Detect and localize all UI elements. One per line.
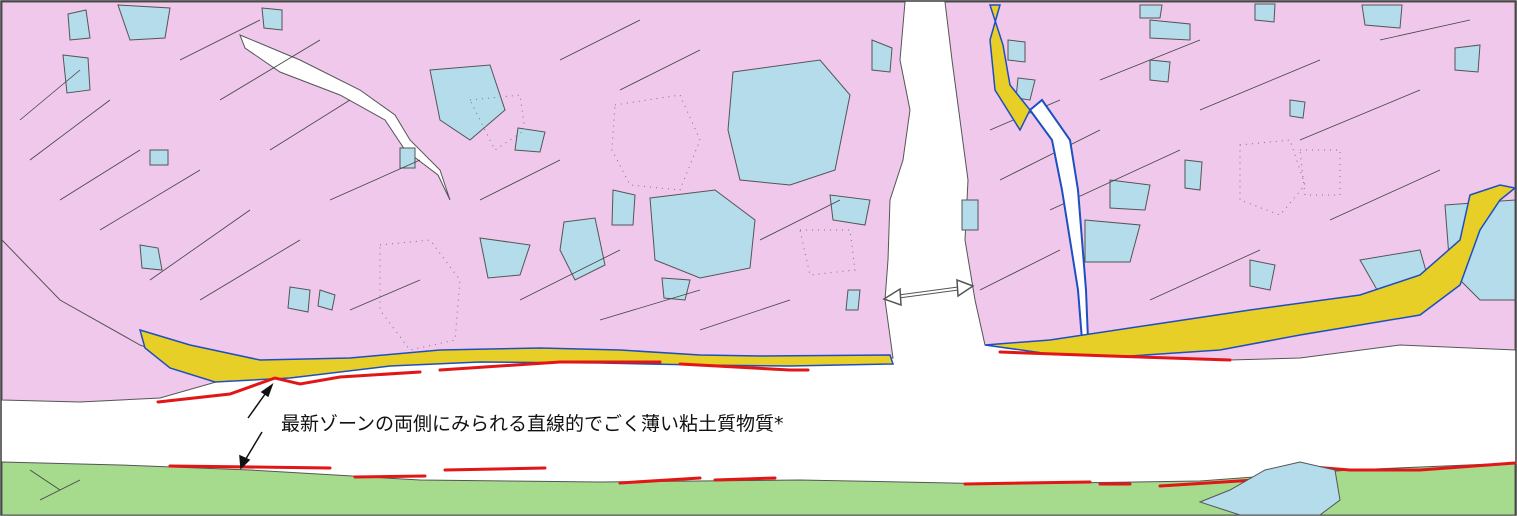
pointer-arrows <box>239 383 274 470</box>
clasts <box>62 4 893 313</box>
clay-zone-right <box>984 184 1517 357</box>
clay-zone-left <box>138 328 895 383</box>
fault-lines-upper <box>156 350 1232 404</box>
annotation-label: 最新ゾーンの両側にみられる直線的でごく薄い粘土質物質* <box>281 413 784 435</box>
gap-double-arrow <box>882 278 975 307</box>
upper-left-block <box>1 1 911 379</box>
dotted-zones <box>379 94 1341 351</box>
sketch-lines <box>19 19 1471 501</box>
crack <box>239 34 451 201</box>
clay-vein-upper <box>988 4 1031 132</box>
lower-clast <box>1198 461 1341 516</box>
clasts-right <box>961 3 1516 301</box>
